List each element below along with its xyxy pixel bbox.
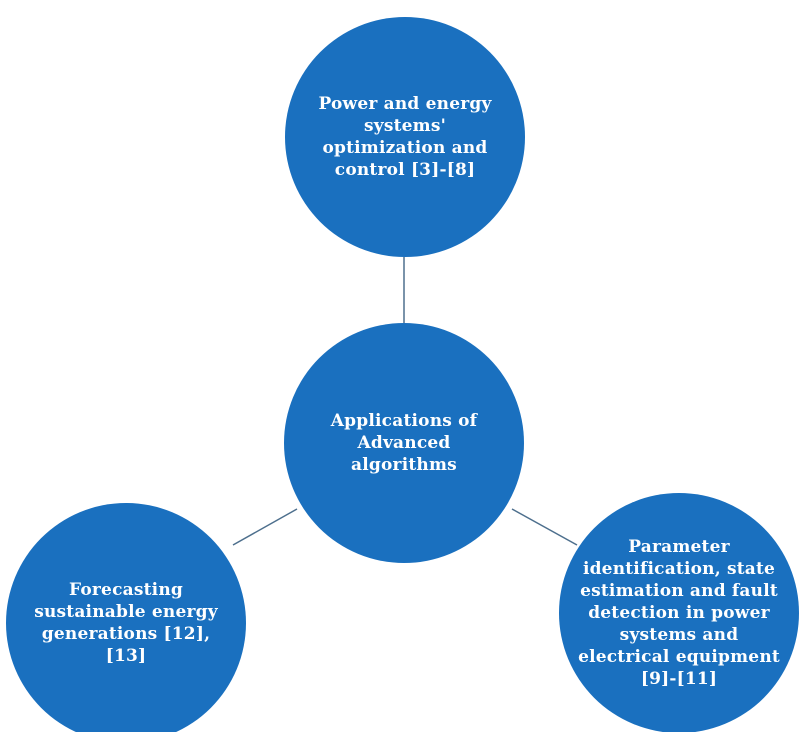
node-top-label: Power and energy systems' optimization a… [318, 94, 492, 180]
connector-center-left [232, 508, 298, 546]
connector-center-right [511, 508, 578, 546]
node-left-label: Forecasting sustainable energy generatio… [34, 580, 218, 666]
node-right-label: Parameter identification, state estimati… [578, 537, 780, 689]
node-center-label: Applications of Advanced algorithms [330, 411, 478, 475]
node-parameter-identification: Parameter identification, state estimati… [559, 493, 799, 732]
node-forecasting-generation: Forecasting sustainable energy generatio… [6, 503, 246, 732]
node-power-energy-optimization: Power and energy systems' optimization a… [285, 17, 525, 257]
node-applications-center: Applications of Advanced algorithms [284, 323, 524, 563]
